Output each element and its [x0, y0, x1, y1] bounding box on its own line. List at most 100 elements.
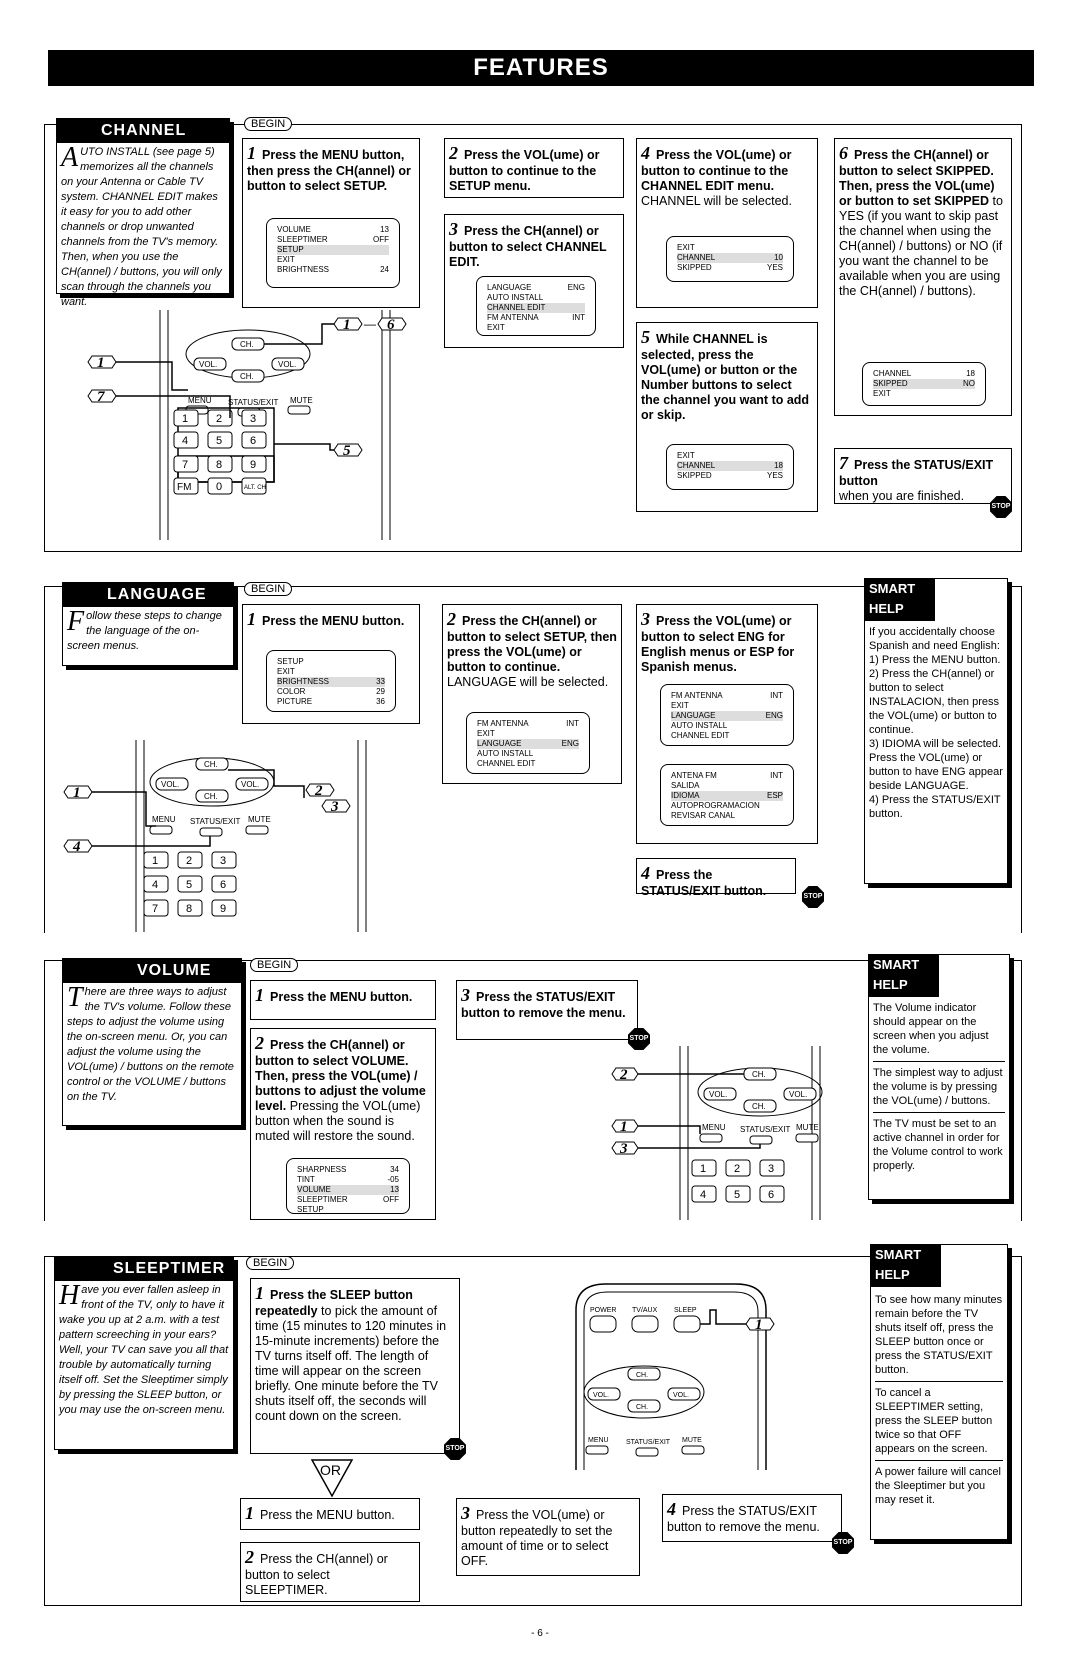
menu-item-value: INT	[566, 719, 579, 728]
svg-text:2: 2	[619, 1067, 628, 1083]
menu-item-label: PICTURE	[277, 697, 313, 706]
menu-item-label: FM ANTENNA	[477, 719, 529, 728]
svg-text:0: 0	[216, 481, 222, 493]
svg-text:CH.: CH.	[240, 372, 254, 381]
menu-item-value: 33	[376, 677, 385, 686]
menu-item-label: SKIPPED	[677, 263, 712, 272]
drop-cap: H	[59, 1280, 80, 1311]
svg-text:MENU: MENU	[588, 1437, 609, 1444]
menu-item-label: CHANNEL EDIT	[487, 303, 546, 312]
menu-item-label: EXIT	[671, 701, 689, 710]
menu-item-value: ENG	[567, 283, 585, 292]
svg-text:VOL.: VOL.	[673, 1392, 689, 1399]
help-text: 3) IDIOMA will be selected. Press the VO…	[869, 738, 1003, 792]
menu-item-label: COLOR	[277, 687, 306, 696]
svg-text:2: 2	[216, 413, 222, 425]
svg-text:1: 1	[343, 317, 351, 333]
page-title: FEATURES	[48, 50, 1034, 86]
step-note: Pressing the VOL(ume) button when the so…	[255, 1099, 421, 1143]
menu-item-label: FM ANTENNA	[671, 691, 723, 700]
svg-text:1: 1	[152, 855, 158, 867]
svg-text:5: 5	[734, 1189, 740, 1201]
step-note: to pick the amount of time (15 minutes t…	[255, 1304, 447, 1423]
svg-text:5: 5	[343, 443, 351, 459]
menu-row: SKIPPED YES	[677, 263, 783, 273]
svg-text:MENU: MENU	[188, 396, 212, 405]
svg-text:1: 1	[620, 1119, 628, 1135]
menu-item-value: 18	[774, 461, 783, 470]
svg-text:POWER: POWER	[590, 1307, 616, 1314]
menu-row: EXIT	[677, 243, 783, 253]
menu-item-label: LANGUAGE	[477, 739, 522, 748]
menu-item-value: ENG	[561, 739, 579, 748]
step-text: Press the VOL(ume) or button to select E…	[641, 614, 795, 674]
svg-text:MUTE: MUTE	[796, 1123, 819, 1132]
svg-text:MENU: MENU	[152, 815, 176, 824]
smart-help-box: SMART HELP If you accidentally choose Sp…	[864, 578, 1008, 884]
begin-label: BEGIN	[244, 117, 293, 131]
svg-text:STATUS/EXIT: STATUS/EXIT	[740, 1125, 790, 1134]
svg-text:FM: FM	[177, 482, 191, 493]
smart-help-body: To see how many minutes remain before th…	[875, 1293, 1003, 1507]
menu-item-label: SALIDA	[671, 781, 700, 790]
help-text: To see how many minutes remain before th…	[875, 1294, 1003, 1376]
menu-row: AUTOPROGRAMACION	[671, 801, 783, 811]
menu-row: SETUP	[277, 657, 385, 667]
menu-item-label: CHANNEL EDIT	[671, 731, 730, 740]
step-text: Press the MENU button.	[260, 1508, 395, 1522]
smart-help-body: If you accidentally choose Spanish and n…	[869, 625, 1003, 821]
drop-cap: A	[61, 142, 79, 173]
svg-text:2: 2	[734, 1163, 740, 1175]
section-title: LANGUAGE	[63, 583, 233, 607]
step-text: Press the STATUS/EXIT button.	[641, 868, 767, 898]
svg-text:6: 6	[768, 1189, 774, 1201]
step-text: Press the STATUS/EXIT button	[839, 458, 994, 488]
menu-item-value: YES	[766, 263, 783, 272]
svg-text:CH.: CH.	[636, 1372, 648, 1379]
step-text: Press the CH(annel) or button to select …	[245, 1552, 388, 1597]
menu-item-label: BRIGHTNESS	[277, 677, 330, 686]
menu-item-label: EXIT	[487, 323, 505, 332]
svg-text:4: 4	[72, 839, 81, 855]
help-text: To cancel a SLEEPTIMER setting, press th…	[875, 1387, 993, 1455]
svg-text:—: —	[363, 317, 376, 331]
svg-text:CH.: CH.	[204, 760, 218, 769]
stop-icon: STOP	[628, 1028, 650, 1050]
menu-item-value: OFF	[373, 235, 389, 244]
menu-item-label: CHANNEL EDIT	[477, 759, 536, 768]
page-number: - 6 -	[531, 1628, 549, 1639]
svg-text:1: 1	[182, 413, 188, 425]
menu-item-value: 10	[774, 253, 783, 262]
menu-item-label: SETUP	[277, 657, 304, 666]
svg-text:VOL.: VOL.	[278, 360, 296, 369]
menu-item-label: EXIT	[277, 255, 295, 264]
menu-item-label: EXIT	[677, 451, 695, 460]
svg-text:9: 9	[250, 459, 256, 471]
svg-text:CH.: CH.	[752, 1070, 766, 1079]
step-note: LANGUAGE will be selected.	[447, 675, 609, 689]
svg-text:4: 4	[700, 1189, 706, 1201]
menu-row: LANGUAGE ENG	[477, 739, 579, 749]
menu-item-label: IDIOMA	[671, 791, 700, 800]
help-text: The Volume indicator should appear on th…	[873, 1002, 989, 1056]
menu-item-label: BRIGHTNESS	[277, 265, 330, 274]
